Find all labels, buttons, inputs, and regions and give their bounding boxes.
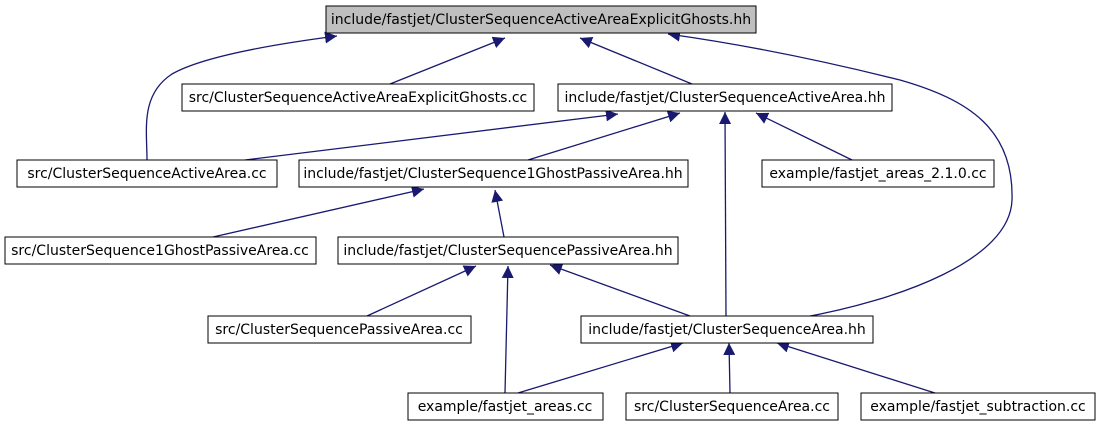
node-label: src/ClusterSequence1GhostPassiveArea.cc bbox=[11, 243, 309, 259]
edge-n11-to-n9 bbox=[723, 342, 736, 394]
node-label: src/ClusterSequenceActiveAreaExplicitGho… bbox=[189, 90, 528, 106]
edge-n9-to-n0 bbox=[667, 29, 1013, 319]
node-passive-area-header[interactable]: include/fastjet/ClusterSequencePassiveAr… bbox=[337, 236, 679, 265]
node-example-areas[interactable]: example/fastjet_areas.cc bbox=[407, 392, 604, 421]
node-label: example/fastjet_areas_2.1.0.cc bbox=[769, 166, 986, 182]
edge-n3-to-n0 bbox=[145, 31, 338, 161]
node-src-active-area[interactable]: src/ClusterSequenceActiveArea.cc bbox=[16, 159, 278, 188]
node-label: src/ClusterSequenceArea.cc bbox=[634, 399, 830, 415]
node-1ghost-passive-area-header[interactable]: include/fastjet/ClusterSequence1GhostPas… bbox=[298, 159, 689, 188]
edge-layer bbox=[145, 29, 1013, 394]
node-label: example/fastjet_subtraction.cc bbox=[870, 399, 1086, 415]
edge-n10-to-n9 bbox=[517, 340, 684, 394]
node-label: example/fastjet_areas.cc bbox=[418, 399, 593, 415]
node-example-areas-210[interactable]: example/fastjet_areas_2.1.0.cc bbox=[761, 159, 995, 188]
edge-n8-to-n7 bbox=[366, 265, 477, 317]
edge-n10-to-n7 bbox=[501, 265, 514, 394]
node-area-header[interactable]: include/fastjet/ClusterSequenceArea.hh bbox=[580, 315, 874, 344]
node-active-area-header[interactable]: include/fastjet/ClusterSequenceActiveAre… bbox=[557, 83, 893, 112]
node-layer: include/fastjet/ClusterSequenceActiveAre… bbox=[4, 5, 1096, 421]
edge-n5-to-n2 bbox=[755, 112, 853, 161]
edge-n12-to-n9 bbox=[776, 340, 936, 394]
edge-n6-to-n4 bbox=[212, 185, 425, 238]
node-src-explicit-ghosts[interactable]: src/ClusterSequenceActiveAreaExplicitGho… bbox=[181, 83, 535, 112]
node-label: include/fastjet/ClusterSequenceActiveAre… bbox=[565, 90, 886, 106]
edge-n2-to-n0 bbox=[579, 37, 693, 85]
node-label: include/fastjet/ClusterSequence1GhostPas… bbox=[303, 166, 682, 182]
node-label: include/fastjet/ClusterSequencePassiveAr… bbox=[343, 243, 672, 259]
node-root-header[interactable]: include/fastjet/ClusterSequenceActiveAre… bbox=[325, 5, 757, 34]
edge-n1-to-n0 bbox=[389, 36, 506, 85]
node-src-passive-area[interactable]: src/ClusterSequencePassiveArea.cc bbox=[207, 315, 472, 344]
node-label: src/ClusterSequencePassiveArea.cc bbox=[215, 322, 463, 338]
edge-n7-to-n4 bbox=[491, 189, 505, 238]
node-src-area[interactable]: src/ClusterSequenceArea.cc bbox=[625, 392, 839, 421]
edge-n9-to-n2 bbox=[719, 111, 732, 318]
edge-n4-to-n2 bbox=[527, 110, 681, 161]
node-label: include/fastjet/ClusterSequenceActiveAre… bbox=[331, 12, 751, 28]
edge-n3-to-n2 bbox=[244, 109, 619, 161]
node-label: src/ClusterSequenceActiveArea.cc bbox=[27, 166, 266, 182]
node-label: include/fastjet/ClusterSequenceArea.hh bbox=[588, 322, 866, 338]
node-example-subtraction[interactable]: example/fastjet_subtraction.cc bbox=[860, 392, 1096, 421]
edge-n9-to-n7 bbox=[549, 263, 691, 317]
node-src-1ghost-passive-area[interactable]: src/ClusterSequence1GhostPassiveArea.cc bbox=[4, 236, 317, 265]
